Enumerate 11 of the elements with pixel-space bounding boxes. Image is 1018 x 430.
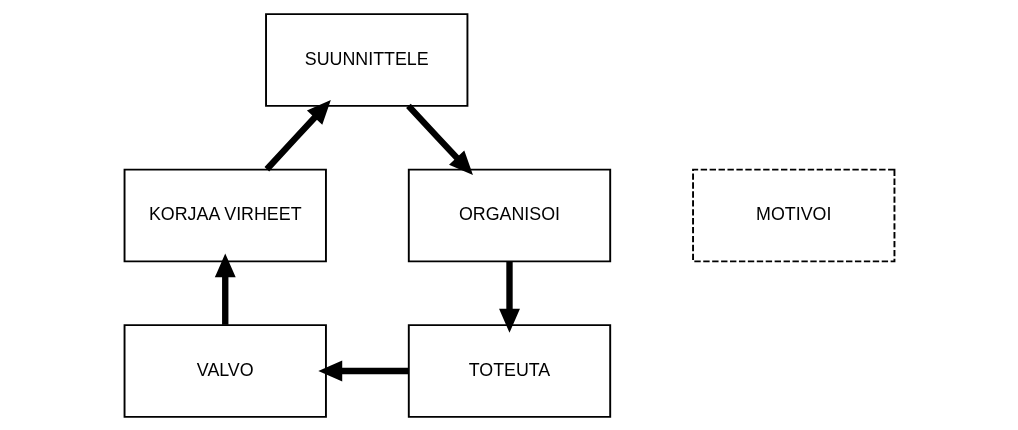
- node-box: MOTIVOI: [691, 168, 895, 262]
- arrow: [214, 253, 236, 325]
- node-box: TOTEUTA: [407, 323, 611, 418]
- node-box: KORJAA VIRHEET: [123, 168, 327, 262]
- node-box: VALVO: [123, 323, 327, 418]
- arrow: [317, 360, 409, 381]
- arrow: [498, 260, 520, 333]
- node-box: SUUNNITTELE: [264, 12, 468, 107]
- node-box: ORGANISOI: [407, 168, 611, 262]
- arrow: [405, 103, 473, 175]
- arrow: [264, 99, 331, 171]
